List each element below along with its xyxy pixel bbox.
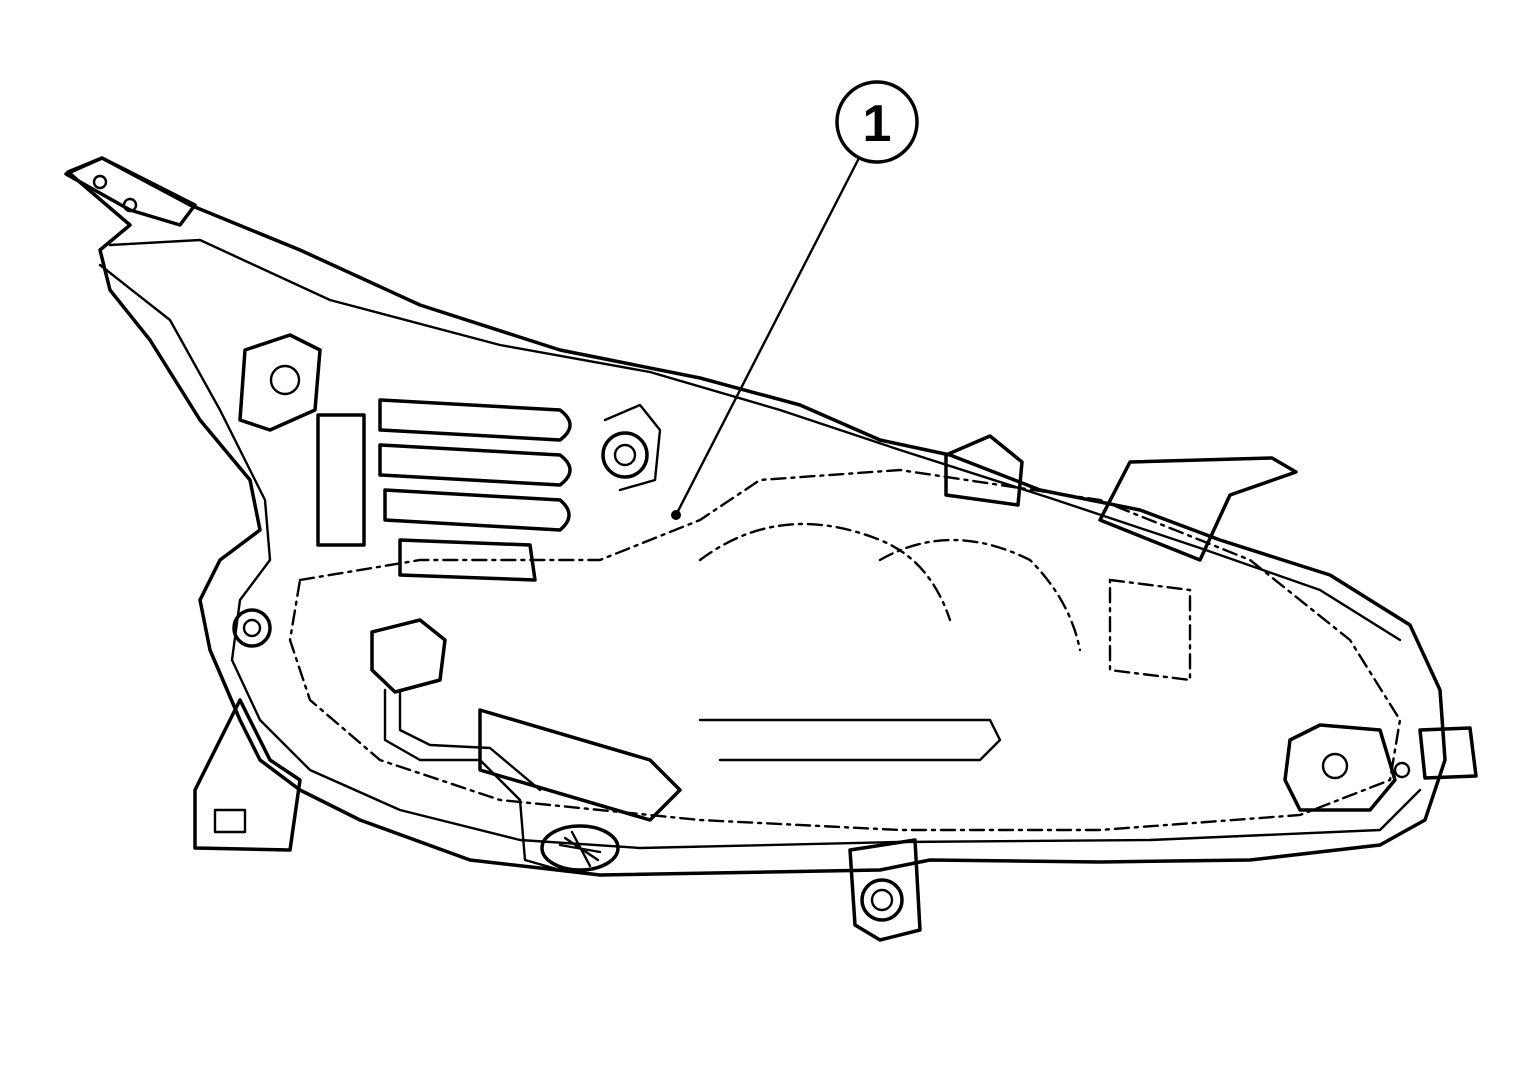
left-bulb-socket [232, 333, 322, 648]
callout-1: 1 [671, 80, 919, 520]
electrical-connector [370, 618, 562, 872]
vent-grommet [540, 824, 620, 872]
callout-target-dot [671, 510, 681, 520]
left-mounting-tab [64, 156, 197, 227]
bottom-mounting-tab [848, 838, 922, 942]
inner-reflector-contours [698, 522, 1192, 682]
aim-adjuster [601, 403, 662, 492]
lower-left-bracket [193, 698, 302, 852]
vent-fins [316, 398, 572, 582]
right-bulb-socket [1283, 723, 1478, 812]
callout-label: 1 [863, 95, 892, 153]
callout-leader-line [674, 158, 860, 517]
callout-bubble [835, 80, 919, 164]
headlamp-housing [66, 156, 1447, 877]
lower-channel [478, 708, 1002, 822]
right-mounting-bracket [944, 434, 1298, 562]
